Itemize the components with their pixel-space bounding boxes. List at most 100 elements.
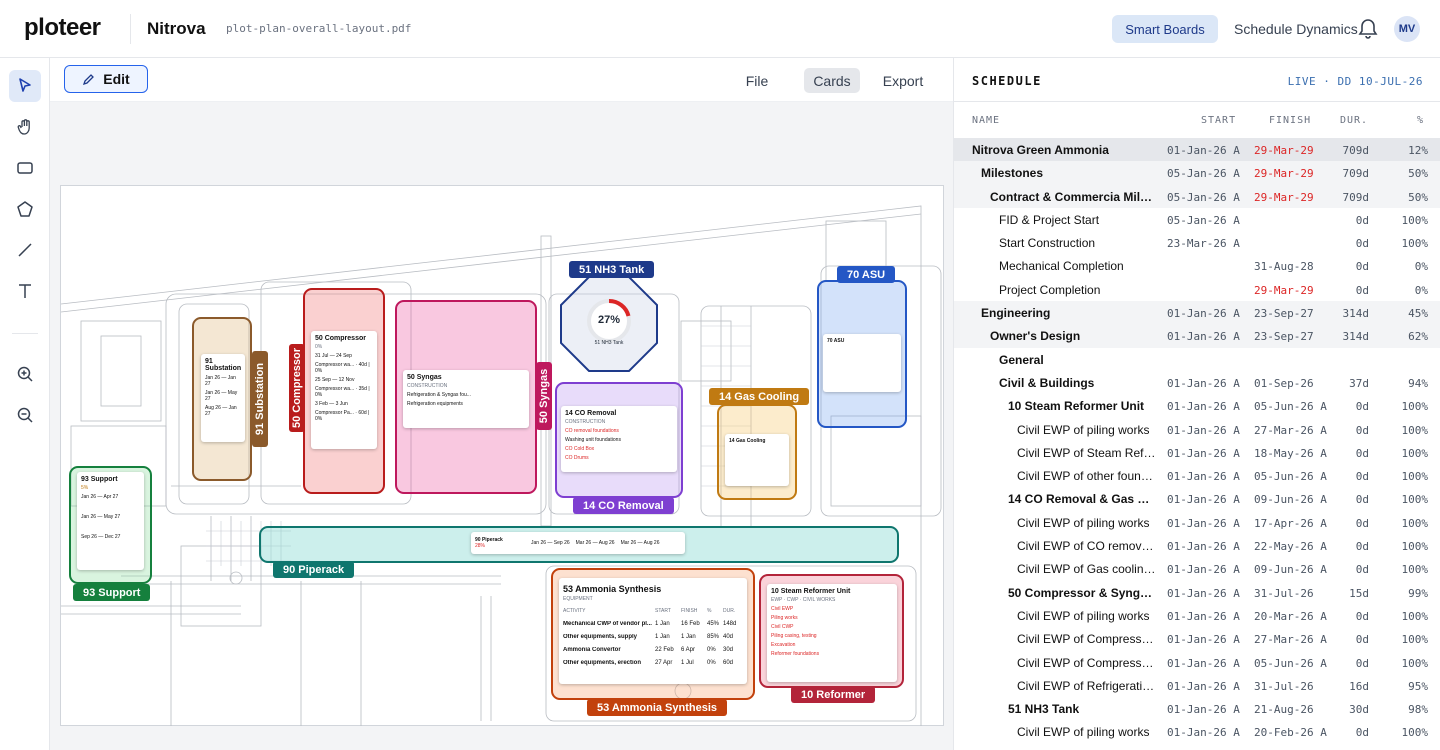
label-91-substation[interactable]: 91 Substation — [252, 351, 268, 447]
duration: 0d — [1355, 283, 1369, 297]
card-50-syngas[interactable]: 50 Syngas CONSTRUCTION Refrigeration & S… — [403, 370, 529, 428]
card-title: 10 Steam Reformer Unit — [771, 588, 851, 595]
col-finish[interactable]: FINISH — [1269, 115, 1312, 126]
card-91-substation[interactable]: 91 Substation Jan 26 — Jan 27 Jan 26 — M… — [201, 354, 245, 442]
plot-plan-drawing[interactable]: 91 Substation Jan 26 — Jan 27 Jan 26 — M… — [60, 185, 944, 726]
schedule-title: SCHEDULE — [972, 74, 1042, 88]
zoom-out-tool[interactable] — [9, 399, 41, 431]
duration: 0d — [1355, 213, 1369, 227]
bell-icon[interactable] — [1358, 18, 1378, 45]
card-title: 70 ASU — [827, 338, 845, 344]
card-subtitle: EQUIPMENT — [563, 596, 593, 602]
ploteer-logo[interactable]: ploteer — [24, 14, 101, 41]
text-tool[interactable] — [9, 275, 41, 307]
pentagon-icon — [17, 201, 33, 217]
smart-boards-button[interactable]: Smart Boards — [1112, 15, 1218, 43]
card-70-asu[interactable]: 70 ASU — [823, 334, 901, 392]
label-14-gas-cooling[interactable]: 14 Gas Cooling — [709, 388, 810, 405]
percent-complete: 100% — [1401, 400, 1429, 414]
finish-date: 09-Jun-26 A — [1254, 493, 1327, 507]
tab-file[interactable]: File — [745, 72, 769, 89]
col-dur: DUR. — [723, 608, 736, 614]
schedule-row[interactable]: Contract & Commercia Miles...05-Jan-26 A… — [954, 184, 1440, 208]
card-50-compressor[interactable]: 50 Compressor 0% 31 Jul — 24 Sep Compres… — [311, 331, 377, 449]
start-date: 01-Jan-26 A — [1167, 516, 1240, 530]
pan-tool[interactable] — [9, 111, 41, 143]
dur: 40d — [723, 634, 734, 640]
schedule-dynamics-link[interactable]: Schedule Dynamics — [1234, 21, 1358, 37]
label-53-ammonia-synthesis[interactable]: 53 Ammonia Synthesis — [587, 699, 728, 716]
label-90-piperack[interactable]: 90 Piperack — [273, 561, 355, 578]
card-row: Sep 26 — Dec 27 — [81, 534, 121, 540]
label-51-nh3-tank[interactable]: 51 NH3 Tank — [569, 261, 655, 278]
percent-complete: 100% — [1401, 540, 1429, 554]
tab-export[interactable]: Export — [882, 72, 924, 89]
label-93-support[interactable]: 93 Support — [73, 584, 151, 601]
card-14-co-removal[interactable]: 14 CO Removal CONSTRUCTION CO removal fo… — [561, 406, 677, 472]
col-start[interactable]: START — [1201, 115, 1237, 126]
col-name[interactable]: NAME — [972, 115, 1001, 126]
card-14-gas-cooling[interactable]: 14 Gas Cooling — [725, 434, 789, 486]
task-name: 50 Compressor & Syngas... — [1008, 585, 1157, 600]
task-name: FID & Project Start — [999, 212, 1100, 227]
duration: 0d — [1355, 656, 1369, 670]
label-50-compressor[interactable]: 50 Compressor — [289, 344, 305, 432]
zone-51-nh3-tank[interactable] — [559, 275, 659, 373]
label-10-reformer[interactable]: 10 Reformer — [791, 686, 876, 703]
polygon-tool[interactable] — [9, 193, 41, 225]
finish-date: 31-Jul-26 — [1254, 586, 1314, 600]
label-14-co-removal[interactable]: 14 CO Removal — [573, 497, 674, 514]
duration: 15d — [1349, 586, 1369, 600]
duration: 709d — [1342, 144, 1370, 157]
duration: 0d — [1355, 540, 1369, 554]
label-70-asu[interactable]: 70 ASU — [837, 266, 896, 283]
edit-button[interactable]: Edit — [64, 65, 148, 93]
label-50-syngas[interactable]: 50 Syngas — [536, 362, 552, 430]
piperack-summary: 90 Piperack 28% — [475, 537, 525, 549]
rectangle-tool[interactable] — [9, 152, 41, 184]
percent: 0% — [707, 660, 716, 666]
tab-cards[interactable]: Cards — [804, 68, 860, 93]
line-tool[interactable] — [9, 234, 41, 266]
avatar[interactable]: MV — [1394, 16, 1420, 42]
finish: 16 Feb — [681, 621, 700, 627]
schedule-row[interactable]: Civil EWP of Compressor w...01-Jan-26 A2… — [954, 627, 1440, 650]
card-93-support[interactable]: 93 Support 5% Jan 26 — Apr 27 Jan 26 — M… — [77, 472, 144, 570]
card-53-ammonia-synthesis[interactable]: 53 Ammonia Synthesis EQUIPMENT ACTIVITY … — [559, 578, 747, 684]
select-tool[interactable] — [9, 70, 41, 102]
percent-complete: 100% — [1401, 609, 1429, 623]
card-row: CO removal foundations — [565, 428, 619, 434]
zoom-in-tool[interactable] — [9, 358, 41, 390]
card-90-piperack[interactable]: 90 Piperack 28% Jan 26 — Sep 26 Mar 26 —… — [471, 532, 685, 554]
percent-complete: 100% — [1401, 516, 1429, 530]
start-date: 01-Jan-26 A — [1167, 307, 1240, 321]
schedule-row[interactable]: Civil EWP of Steam Reform...01-Jan-26 A1… — [954, 441, 1440, 464]
schedule-row[interactable]: General — [954, 348, 1440, 371]
task-name: Civil EWP of piling works — [1017, 725, 1150, 740]
col-pct[interactable]: % — [1417, 115, 1425, 126]
col-dur[interactable]: DUR. — [1340, 115, 1369, 126]
card-10-steam-reformer-unit[interactable]: 10 Steam Reformer Unit EWP · CWP · CIVIL… — [767, 584, 897, 682]
